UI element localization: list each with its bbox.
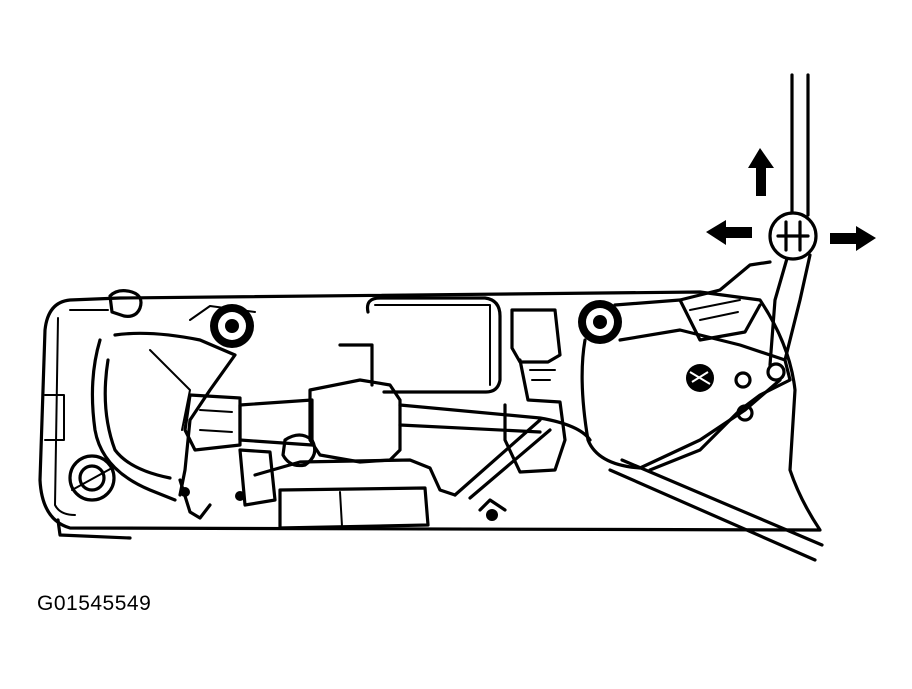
lower-linkage [178,433,507,530]
latch-housing [38,290,822,540]
figure-caption: G01545549 [37,592,152,615]
arrow-left-icon [706,220,752,245]
arrow-up-icon [748,148,774,196]
right-lever [578,260,824,562]
right-block [453,308,567,500]
control-cable [768,73,818,367]
round-knob [68,289,143,502]
arrow-right-icon [830,226,876,251]
left-bracket [90,304,256,502]
